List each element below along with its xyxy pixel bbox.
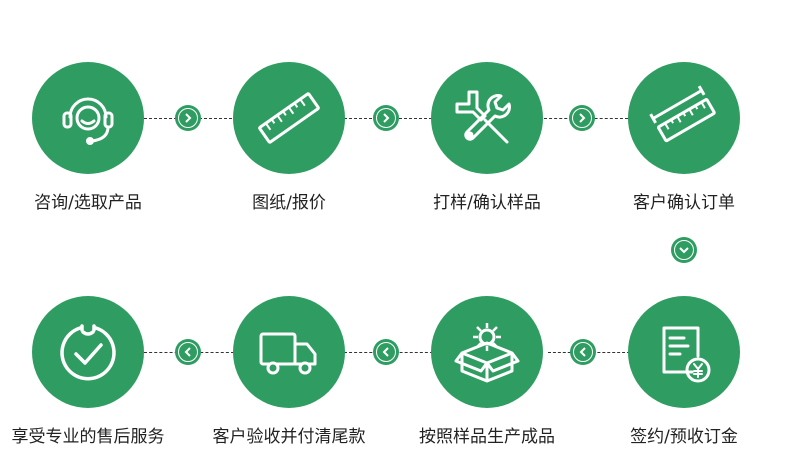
arrow-right-icon <box>373 105 399 131</box>
arrow-left-icon <box>373 339 399 365</box>
step-label: 享受专业的售后服务 <box>11 427 165 447</box>
step-after-sales: 享受专业的售后服务 <box>8 296 168 447</box>
ruler-icon <box>258 92 320 144</box>
step-circle <box>32 296 144 408</box>
step-label: 客户确认订单 <box>633 193 735 213</box>
step-confirm-order: 客户确认订单 <box>604 62 764 213</box>
step-sign-deposit: 签约/预收订金 <box>604 296 764 447</box>
measure-icon <box>649 85 716 143</box>
step-label: 打样/确认样品 <box>433 193 541 213</box>
step-label: 签约/预收订金 <box>630 427 738 447</box>
smile-check-icon <box>60 324 116 381</box>
step-circle <box>628 62 740 174</box>
step-production: 按照样品生产成品 <box>407 296 567 447</box>
step-sample: 打样/确认样品 <box>407 62 567 213</box>
arrow-left-icon <box>570 339 596 365</box>
delivery-truck-icon <box>259 332 317 375</box>
step-label: 客户验收并付清尾款 <box>212 427 366 447</box>
step-label: 咨询/选取产品 <box>34 193 142 213</box>
step-label: 图纸/报价 <box>252 193 326 213</box>
step-circle <box>431 296 543 408</box>
arrow-right-icon <box>175 105 201 131</box>
step-circle <box>233 296 345 408</box>
payment-document-icon <box>662 326 711 383</box>
headset-icon <box>62 97 114 145</box>
step-consult: 咨询/选取产品 <box>8 62 168 213</box>
gear-box-icon <box>454 323 520 383</box>
arrow-down-icon <box>671 237 697 263</box>
tools-icon <box>455 90 511 144</box>
step-circle <box>32 62 144 174</box>
step-circle <box>431 62 543 174</box>
step-circle <box>233 62 345 174</box>
arrow-left-icon <box>175 339 201 365</box>
step-drawing-quote: 图纸/报价 <box>209 62 369 213</box>
step-acceptance: 客户验收并付清尾款 <box>209 296 369 447</box>
step-circle <box>628 296 740 408</box>
step-label: 按照样品生产成品 <box>419 427 555 447</box>
arrow-right-icon <box>569 105 595 131</box>
